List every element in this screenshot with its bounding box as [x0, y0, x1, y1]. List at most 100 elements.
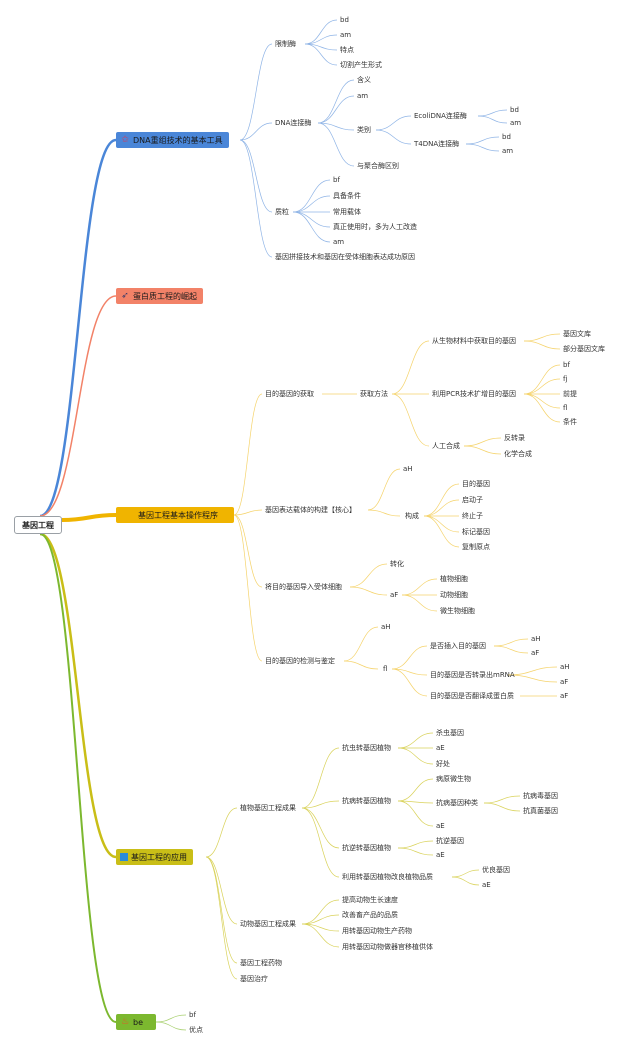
node-q3[interactable]: 目的基因是否翻译成蛋白质	[430, 692, 514, 700]
node-disease-ae[interactable]: aE	[436, 822, 445, 830]
node-from-bio-item[interactable]: 部分基因文库	[563, 345, 605, 353]
node-pathogen[interactable]: 病原微生物	[436, 775, 471, 783]
node-ligase-am[interactable]: am	[357, 92, 369, 100]
node-detect-fl[interactable]: fl	[383, 665, 388, 673]
node-cell-item[interactable]: 植物细胞	[440, 575, 468, 583]
node-t4-item[interactable]: bd	[502, 133, 511, 141]
node-animal-item[interactable]: 改善畜产品的品质	[342, 911, 398, 919]
node-ecoli-item[interactable]: am	[510, 119, 522, 127]
node-disease-genes[interactable]: 抗病基因种类	[436, 799, 478, 807]
node-insect[interactable]: 抗虫转基因植物	[342, 744, 391, 752]
node-q2[interactable]: 目的基因是否转录出mRNA	[430, 671, 515, 679]
node-pcr-item[interactable]: fj	[563, 375, 568, 383]
branch-be[interactable]: ♨ be	[116, 1014, 156, 1030]
node-synth-item[interactable]: 化学合成	[504, 450, 532, 458]
node-restriction-item[interactable]: 特点	[340, 46, 354, 54]
connector-line	[239, 122, 273, 141]
connector-line	[401, 578, 438, 596]
branch-tools[interactable]: ✩ DNA重组技术的基本工具	[116, 132, 229, 148]
node-plasmid-item[interactable]: 常用载体	[333, 208, 361, 216]
node-vector-composition[interactable]: 构成	[405, 512, 419, 520]
node-quality[interactable]: 利用转基因植物改良植物品质	[342, 873, 433, 881]
node-pcr[interactable]: 利用PCR技术扩增目的基因	[432, 390, 516, 398]
node-composition-item[interactable]: 启动子	[462, 496, 483, 504]
node-ligase-meaning[interactable]: 含义	[357, 76, 371, 84]
node-pcr-item[interactable]: 前提	[563, 390, 577, 398]
node-synth-item[interactable]: 反转录	[504, 434, 525, 442]
branch-application[interactable]: 基因工程的应用	[116, 849, 193, 865]
node-restriction-item[interactable]: bd	[340, 16, 349, 24]
node-acquire[interactable]: 目的基因的获取	[265, 390, 314, 398]
node-disease-gene-item[interactable]: 抗病毒基因	[523, 792, 558, 800]
node-transform-af[interactable]: aF	[390, 591, 399, 599]
node-plasmid-item[interactable]: am	[333, 238, 345, 246]
node-adverse[interactable]: 抗逆转基因植物	[342, 844, 391, 852]
node-splicing[interactable]: 基因拼接技术和基因在受体细胞表达成功原因	[275, 253, 415, 261]
node-composition-item[interactable]: 复制原点	[462, 543, 490, 551]
node-cell-item[interactable]: 微生物细胞	[440, 607, 475, 615]
node-ligase-diff[interactable]: 与聚合酶区别	[357, 162, 399, 170]
node-animal[interactable]: 动物基因工程成果	[240, 920, 296, 928]
node-insect-item[interactable]: 好处	[436, 760, 450, 768]
node-disease-gene-item[interactable]: 抗真菌基因	[523, 807, 558, 815]
node-q1-item[interactable]: aH	[531, 635, 541, 643]
node-quality-item[interactable]: 优良基因	[482, 866, 510, 874]
fire-icon: ♨	[120, 1017, 130, 1027]
node-composition-item[interactable]: 标记基因	[462, 528, 490, 536]
node-ligase[interactable]: DNA连接酶	[275, 119, 312, 127]
node-be-item[interactable]: 优点	[189, 1026, 203, 1034]
connector-line	[301, 923, 340, 948]
node-cell-item[interactable]: 动物细胞	[440, 591, 468, 599]
node-plasmid-item[interactable]: 具备条件	[333, 192, 361, 200]
node-q2-item[interactable]: aH	[560, 663, 570, 671]
node-be-item[interactable]: bf	[189, 1011, 196, 1019]
node-ecoli-ligase[interactable]: EcoliDNA连接酶	[414, 112, 467, 120]
node-vector-ah[interactable]: aH	[403, 465, 413, 473]
node-detect-ah[interactable]: aH	[381, 623, 391, 631]
node-plasmid-item[interactable]: bf	[333, 176, 340, 184]
node-detect[interactable]: 目的基因的检测与鉴定	[265, 657, 335, 665]
node-plasmid[interactable]: 质粒	[275, 208, 289, 216]
node-animal-item[interactable]: 提高动物生长速度	[342, 896, 398, 904]
node-disease[interactable]: 抗病转基因植物	[342, 797, 391, 805]
node-restriction-item[interactable]: am	[340, 31, 352, 39]
node-ecoli-item[interactable]: bd	[510, 106, 519, 114]
node-t4-item[interactable]: am	[502, 147, 514, 155]
node-from-bio-item[interactable]: 基因文库	[563, 330, 591, 338]
node-transform[interactable]: 将目的基因导入受体细胞	[265, 583, 342, 591]
node-vector[interactable]: 基因表达载体的构建【核心】	[265, 506, 356, 514]
node-q2-item[interactable]: aF	[560, 678, 569, 686]
node-pcr-item[interactable]: bf	[563, 361, 570, 369]
node-quality-item[interactable]: aE	[482, 881, 491, 889]
node-animal-item[interactable]: 用转基因动物做器官移植供体	[342, 943, 433, 951]
node-pcr-item[interactable]: 条件	[563, 418, 577, 426]
node-composition-item[interactable]: 目的基因	[462, 480, 490, 488]
branch-protein[interactable]: ➶ 蛋白质工程的崛起	[116, 288, 203, 304]
root-node[interactable]: 基因工程	[14, 516, 62, 534]
node-plant[interactable]: 植物基因工程成果	[240, 804, 296, 812]
branch-procedure[interactable]: 基因工程基本操作程序	[116, 507, 234, 523]
node-acquire-method[interactable]: 获取方法	[360, 390, 388, 398]
node-q1[interactable]: 是否插入目的基因	[430, 642, 486, 650]
node-restriction-item[interactable]: 切割产生形式	[340, 61, 382, 69]
node-conversion[interactable]: 转化	[390, 560, 404, 568]
node-q1-item[interactable]: aF	[531, 649, 540, 657]
node-from-bio[interactable]: 从生物材料中获取目的基因	[432, 337, 516, 345]
connector-line	[375, 129, 412, 145]
node-drugs[interactable]: 基因工程药物	[240, 959, 282, 967]
node-synth[interactable]: 人工合成	[432, 442, 460, 450]
node-q3-item[interactable]: aF	[560, 692, 569, 700]
node-composition-item[interactable]: 终止子	[462, 512, 483, 520]
node-adverse-item[interactable]: aE	[436, 851, 445, 859]
node-restriction[interactable]: 限制酶	[275, 40, 296, 48]
branch-protein-label: 蛋白质工程的崛起	[133, 291, 197, 301]
node-insect-item[interactable]: 杀虫基因	[436, 729, 464, 737]
node-t4-ligase[interactable]: T4DNA连接酶	[414, 140, 460, 148]
node-pcr-item[interactable]: fl	[563, 404, 568, 412]
node-plasmid-item[interactable]: 真正使用时，多为人工改造	[333, 223, 417, 231]
node-adverse-item[interactable]: 抗逆基因	[436, 837, 464, 845]
node-ligase-types[interactable]: 类别	[357, 126, 371, 134]
node-insect-item[interactable]: aE	[436, 744, 445, 752]
node-animal-item[interactable]: 用转基因动物生产药物	[342, 927, 412, 935]
node-therapy[interactable]: 基因治疗	[240, 975, 268, 983]
